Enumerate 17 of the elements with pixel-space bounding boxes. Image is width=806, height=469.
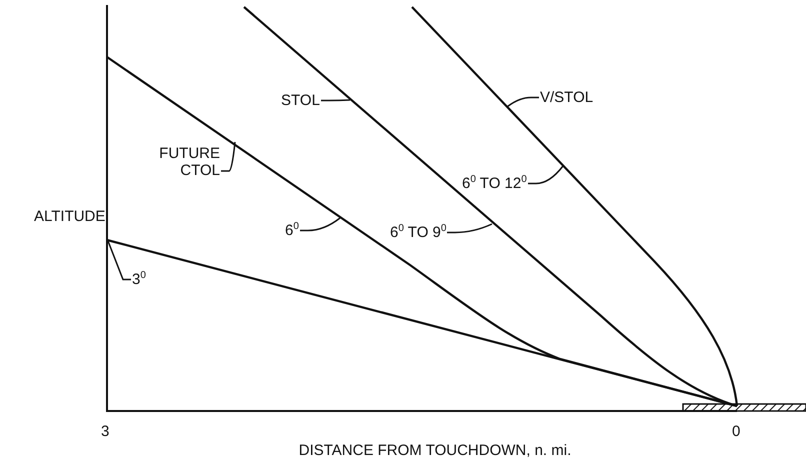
leader-line: [321, 99, 350, 102]
curve-label: 6$^{0}$ TO 12$^{0}$: [462, 175, 527, 192]
leader-line: [300, 217, 340, 232]
tick-label: 3: [101, 423, 110, 440]
tick-label: 0: [732, 423, 740, 440]
leader-line: [447, 223, 492, 234]
leader-line: [528, 166, 564, 184]
axis-title: DISTANCE FROM TOUCHDOWN, n. mi.: [298, 442, 572, 459]
curve-label: 6$^{0}$ TO 9$^{0}$: [390, 224, 446, 241]
curve-label: 3$^{0}$: [132, 271, 146, 288]
curve-label: V/STOL: [540, 89, 594, 106]
leader-line: [506, 96, 539, 108]
curve-label: FUTURE CTOL: [140, 145, 220, 179]
leader-line: [107, 240, 131, 280]
curve-label: STOL: [281, 92, 320, 109]
curve-label: 6$^{0}$: [285, 222, 299, 239]
axis-title: ALTITUDE: [34, 208, 106, 225]
